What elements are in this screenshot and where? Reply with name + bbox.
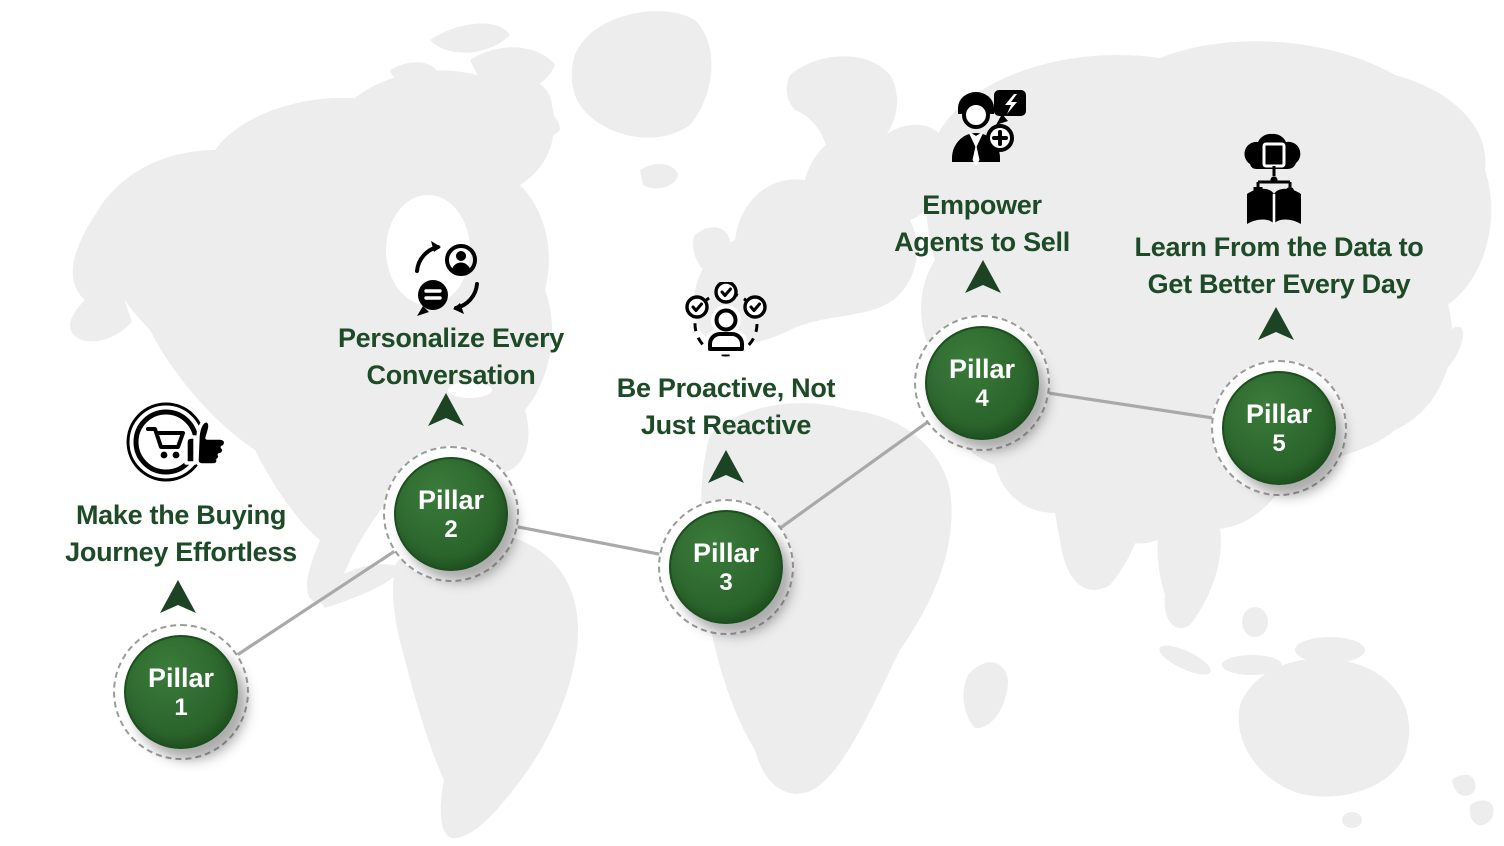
up-arrow-icon (1258, 307, 1294, 340)
pillar-4-heading: Empower Agents to Sell (802, 187, 1162, 261)
pillar-1-circle: Pillar 1 (124, 635, 238, 749)
pillar-5-label: Pillar (1245, 399, 1313, 429)
up-arrow-icon (965, 260, 1001, 293)
agent-lightning-plus-icon (944, 88, 1032, 185)
person-checkmarks-icon (682, 280, 770, 367)
pillar-3-heading-line2: Just Reactive (640, 410, 812, 440)
pillar-1-number: 1 (174, 694, 188, 721)
pillar-1-label: Pillar (147, 663, 215, 693)
pillar-4-label: Pillar (948, 354, 1016, 384)
pillar-2-heading-line1: Personalize Every (337, 323, 565, 353)
pillar-3-label: Pillar (692, 538, 760, 568)
pillar-4-heading-line2: Agents to Sell (894, 227, 1070, 257)
shopping-cart-thumbs-up-icon (126, 400, 230, 489)
pillar-2-heading-line2: Conversation (366, 360, 536, 390)
pillar-4-circle: Pillar 4 (925, 326, 1039, 440)
pillar-3-circle: Pillar 3 (669, 510, 783, 624)
pillar-1-node: Pillar 1 (113, 624, 249, 760)
pillar-2-label: Pillar (417, 485, 485, 515)
pillar-3-node: Pillar 3 (658, 499, 794, 635)
up-arrow-icon (428, 393, 464, 426)
up-arrow-icon (708, 450, 744, 483)
pillar-4-number: 4 (975, 385, 989, 412)
pillar-1-heading: Make the Buying Journey Effortless (1, 497, 361, 571)
up-arrow-icon (160, 580, 196, 613)
pillar-5-heading-line1: Learn From the Data to (1134, 232, 1424, 262)
pillar-5-circle: Pillar 5 (1222, 371, 1336, 485)
pillar-3-heading: Be Proactive, Not Just Reactive (546, 370, 906, 444)
pillar-3-number: 3 (719, 569, 733, 596)
pillar-3-heading-line1: Be Proactive, Not (616, 373, 836, 403)
pillar-4-heading-line1: Empower (922, 190, 1042, 220)
pillar-5-heading-line2: Get Better Every Day (1147, 269, 1411, 299)
pillar-2-number: 2 (444, 516, 458, 543)
conversation-refresh-icon (411, 240, 483, 323)
pillar-2-node: Pillar 2 (383, 446, 519, 582)
pillar-2-circle: Pillar 2 (394, 457, 508, 571)
cloud-data-book-icon (1236, 132, 1312, 231)
pillar-1-heading-line1: Make the Buying (75, 500, 287, 530)
pillar-1-heading-line2: Journey Effortless (65, 537, 297, 567)
pillar-2-heading: Personalize Every Conversation (271, 320, 631, 394)
pillar-5-number: 5 (1272, 430, 1286, 457)
pillar-5-heading: Learn From the Data to Get Better Every … (1069, 229, 1489, 303)
pillar-5-node: Pillar 5 (1211, 360, 1347, 496)
pillar-4-node: Pillar 4 (914, 315, 1050, 451)
